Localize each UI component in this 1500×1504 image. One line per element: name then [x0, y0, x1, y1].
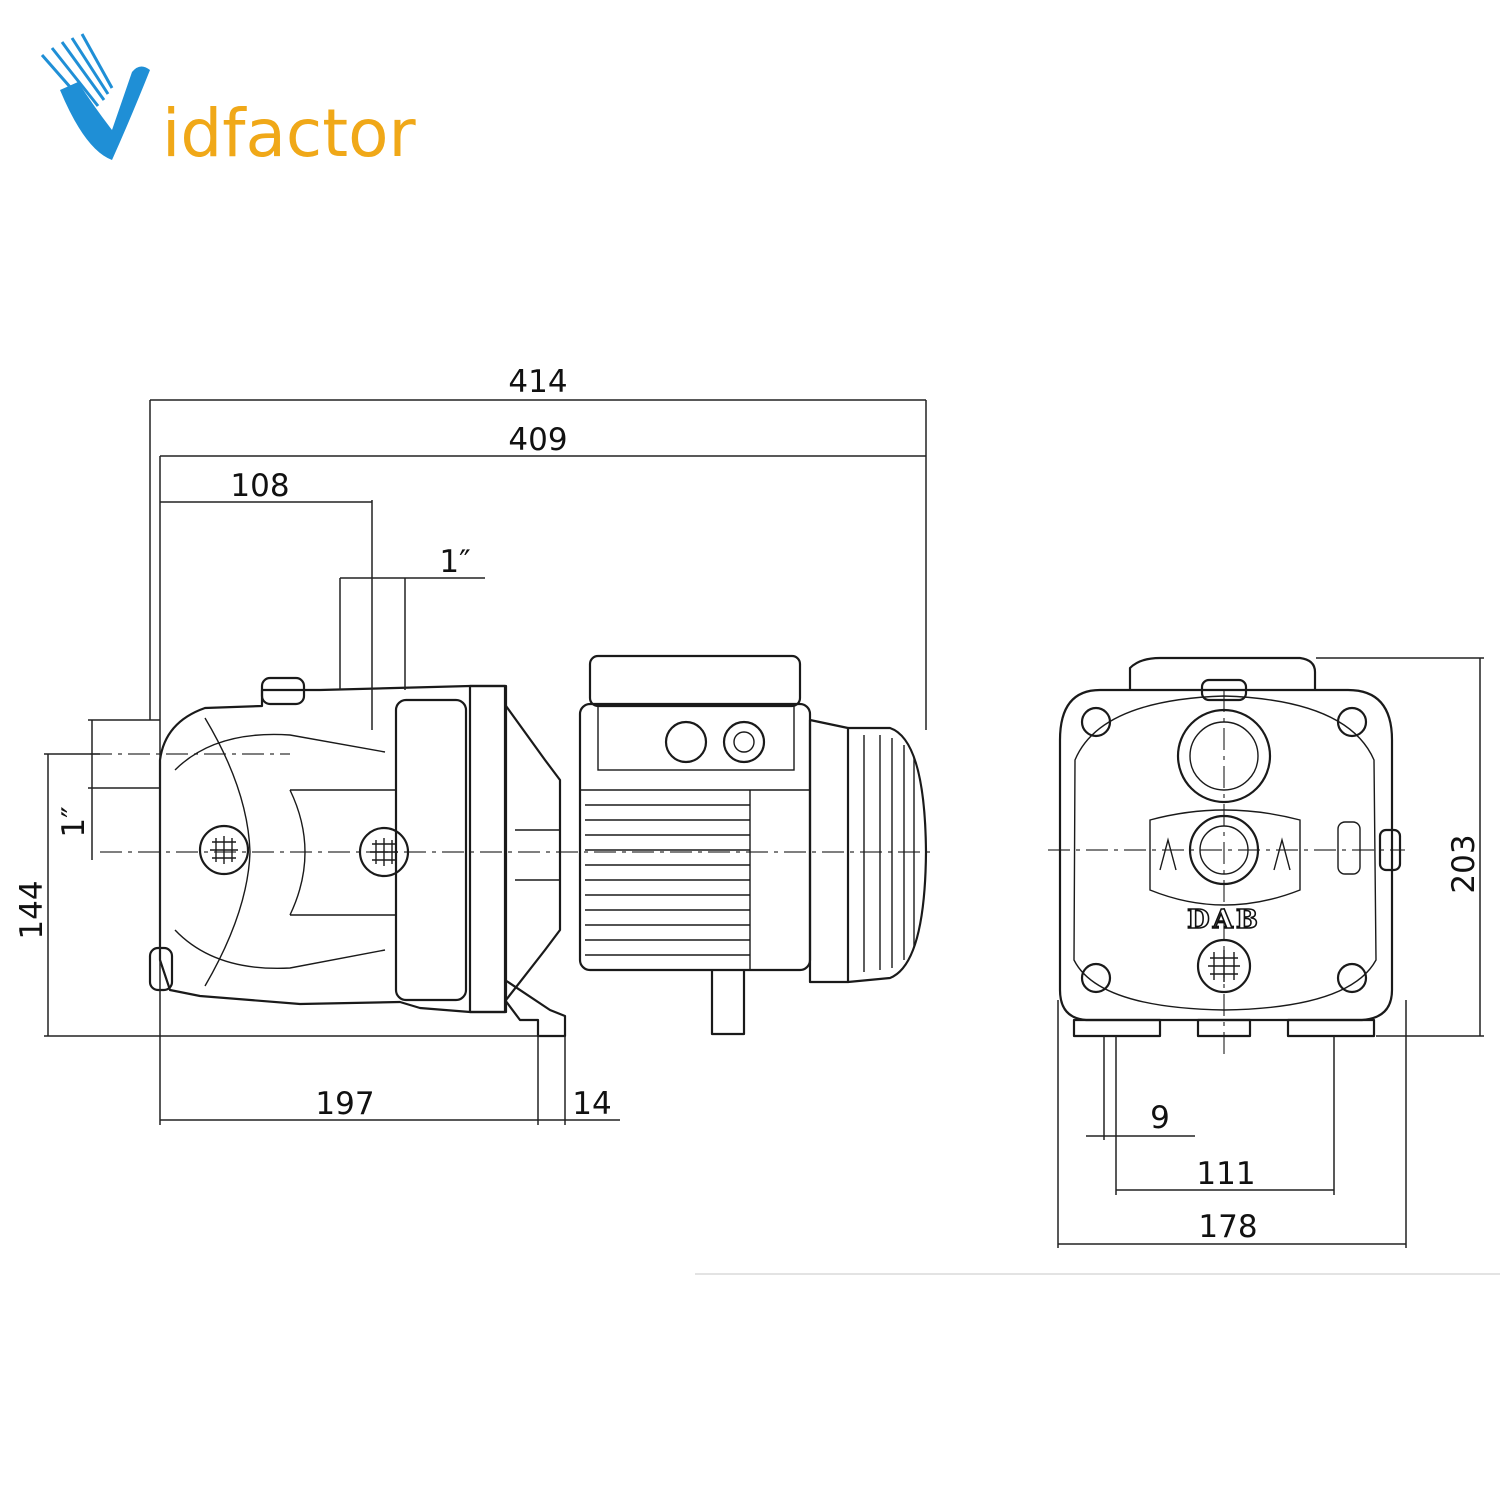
dim-foot-spacing: 111	[1116, 1036, 1335, 1195]
bolt-hole-top-left	[1080, 706, 1112, 738]
logo-text: idfactor	[162, 95, 416, 172]
svg-text:144: 144	[14, 880, 50, 939]
dim-suction-to-outlet: 108	[160, 468, 373, 730]
motor-end-shield	[808, 718, 850, 984]
dim-total-width: 178	[1057, 1000, 1407, 1248]
fan-cover	[847, 726, 928, 984]
svg-text:108: 108	[230, 468, 289, 504]
svg-text:197: 197	[315, 1086, 374, 1122]
dim-inlet-diameter: 1″	[56, 719, 160, 860]
svg-text:409: 409	[508, 422, 567, 458]
priming-plug	[260, 676, 306, 706]
pump-casing	[158, 684, 507, 1014]
drain-plug	[148, 946, 174, 992]
dim-base-length: 197	[160, 1036, 539, 1125]
dim-total-height: 203	[1316, 657, 1484, 1037]
brand-label: DAB	[1187, 905, 1261, 935]
vidfactor-logo: idfactor	[40, 33, 416, 172]
terminal-box	[588, 654, 802, 708]
svg-text:9: 9	[1150, 1100, 1170, 1136]
svg-text:203: 203	[1446, 834, 1482, 893]
outlet-port	[1176, 708, 1272, 804]
dim-overall-length: 414	[149, 364, 927, 730]
bolt-hole-top-right	[1336, 706, 1368, 738]
front-side-plug	[1378, 828, 1402, 872]
inlet-port	[1188, 814, 1260, 886]
flow-arrow-right-icon	[1273, 837, 1291, 871]
front-feet	[1072, 1018, 1376, 1038]
dim-foot-width: 14	[538, 1036, 620, 1125]
bolt-hole-bottom-left	[1080, 962, 1112, 994]
cable-gland-icon-2	[722, 720, 766, 764]
front-priming-plug	[1200, 678, 1248, 702]
casing-flange	[394, 698, 468, 1002]
dim-foot-slot: 9	[1086, 1036, 1195, 1195]
fan-cover-grille	[863, 735, 915, 972]
pump-front-view: DAB 203 9 111	[1048, 656, 1484, 1248]
motor-bracket	[505, 705, 562, 1001]
dim-outlet-diameter: 1″	[339, 544, 485, 690]
pump-foot	[504, 979, 567, 1038]
svg-text:178: 178	[1198, 1209, 1257, 1245]
svg-text:1″: 1″	[439, 544, 470, 580]
dim-body-length: 409	[159, 422, 926, 1125]
logo-v-shape	[60, 66, 150, 160]
front-top-frame	[1128, 656, 1317, 690]
pump-side-view: 414 409 108 1″ 1″	[14, 364, 935, 1125]
front-casing	[1058, 688, 1394, 1022]
motor-body	[578, 702, 812, 972]
flow-arrow-left-icon	[1159, 837, 1177, 871]
inlet-plug-icon	[198, 824, 250, 876]
dim-axis-height: 144	[14, 753, 540, 1037]
bolt-hole-bottom-right	[1336, 962, 1368, 994]
casing-plug-icon	[358, 826, 410, 878]
svg-text:1″: 1″	[56, 806, 92, 837]
motor-foot	[710, 970, 746, 1036]
svg-text:111: 111	[1196, 1156, 1255, 1192]
motor-cooling-fins	[585, 804, 750, 956]
cable-gland-icon	[664, 720, 708, 764]
svg-text:14: 14	[572, 1086, 611, 1122]
svg-text:414: 414	[508, 364, 567, 400]
front-drain-plug-icon	[1196, 938, 1252, 994]
